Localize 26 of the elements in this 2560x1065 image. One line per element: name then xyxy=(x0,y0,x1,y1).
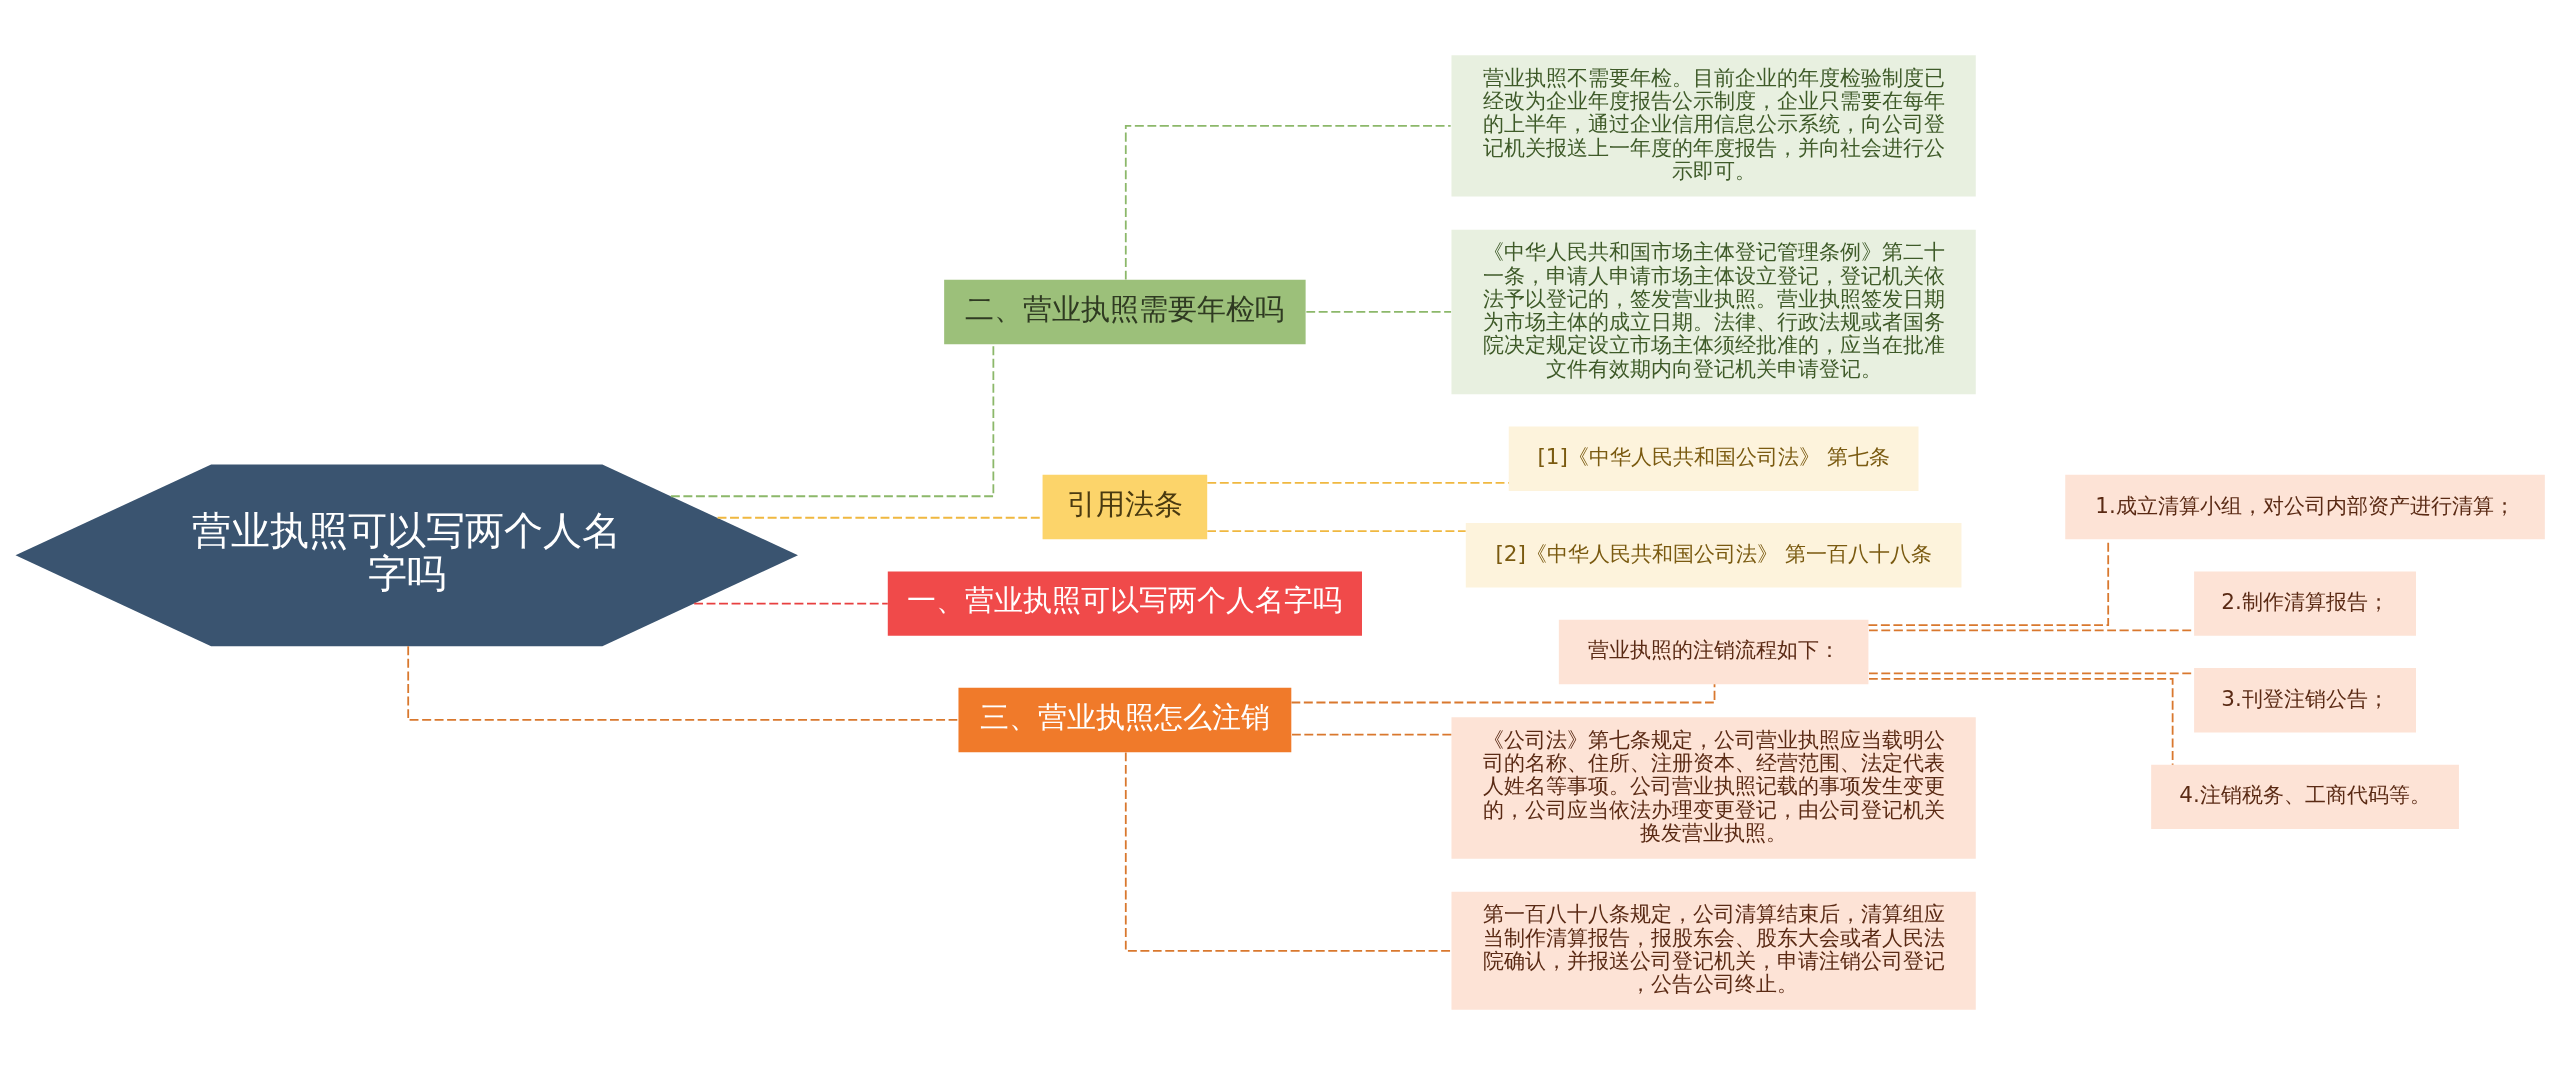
connector xyxy=(1305,311,1452,313)
connector xyxy=(1124,124,1452,281)
node-box: 《中华人民共和国市场主体登记管理条例》第二十一条，申请人申请市场主体设立登记，登记机关依法予以登记的，签发营业执照。营业执照签发日期为市场主体的成立日期。法律、行政法规或者国务院决定规定设立市场主体须经批准的，应当在批准文件有效期内向登记机关申请登记。 xyxy=(1451,229,1976,395)
node-box: 第一百八十八条规定，公司清算结束后，清算组应当制作清算报告，报股东会、股东大会或者人民法院确认，并报送公司登记机关，申请注销公司登记，公告公司终止。 xyxy=(1451,891,1976,1010)
node-box: 4.注销税务、工商代码等。 xyxy=(2151,764,2459,830)
node-box: 2.制作清算报告； xyxy=(2194,571,2416,636)
node-box: 二、营业执照需要年检吗 xyxy=(944,279,1306,345)
node-box: [2]《中华人民共和国公司法》 第一百八十八条 xyxy=(1465,523,1962,588)
node-box: [1]《中华人民共和国公司法》 第七条 xyxy=(1508,426,1919,491)
connector xyxy=(407,645,960,721)
node-box: 营业执照的注销流程如下： xyxy=(1558,619,1869,685)
connector xyxy=(1291,733,1453,736)
connector xyxy=(716,516,1043,519)
node-box: 1.成立清算小组，对公司内部资产进行清算； xyxy=(2065,474,2545,540)
node-box: 三、营业执照怎么注销 xyxy=(958,687,1292,753)
connector xyxy=(1868,677,2174,766)
node-box: 引用法条 xyxy=(1042,474,1208,540)
node-box: 《公司法》第七条规定，公司营业执照应当载明公司的名称、住所、注册资本、经营范围、法定代表人姓名等事项。公司营业执照记载的事项发生变更的，公司应当依法办理变更登记，由公司登记机关换发营业执照。 xyxy=(1451,717,1976,859)
connector xyxy=(670,344,995,498)
node-box: 营业执照不需要年检。目前企业的年度检验制度已经改为企业年度报告公示制度，企业只需要在每年的上半年，通过企业信用信息公示系统，向公司登记机关报送上一年度的年度报告，并向社会进行公示即可。 xyxy=(1451,55,1976,197)
connector xyxy=(1206,530,1467,533)
node-box: 一、营业执照可以写两个人名字吗 xyxy=(887,571,1362,636)
connector xyxy=(693,602,889,605)
connector xyxy=(1124,751,1452,952)
connector xyxy=(1206,481,1510,484)
node-box: 3.刊登注销公告； xyxy=(2194,668,2416,733)
